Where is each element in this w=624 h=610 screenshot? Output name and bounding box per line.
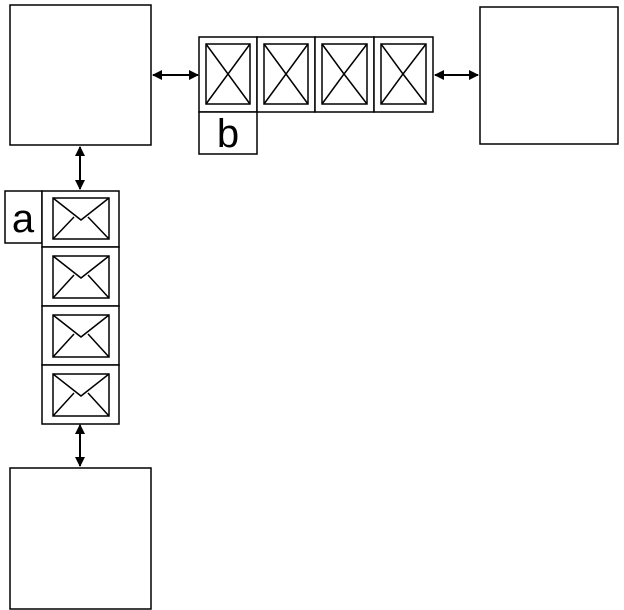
envelope-fold [380,43,427,105]
message-v-4 [41,364,120,425]
envelope-fold [52,373,110,417]
queue-vertical: a [4,190,120,425]
message-h-3 [314,36,375,113]
queue-label-box [198,111,258,155]
message-v-3 [41,305,120,366]
node-top-left [9,4,152,146]
queue-label-text: b [217,112,239,156]
queue-label-text: a [12,197,35,241]
queue-label-a: a [4,190,43,244]
node-bottom-left [9,467,152,610]
queue-horizontal: b [198,36,434,156]
queue-label-box [4,190,43,244]
envelope-fold [52,197,110,240]
node-top-right [479,6,619,145]
envelope-fold [321,43,368,105]
message-v-1 [41,190,120,248]
envelope-fold [52,314,110,358]
queue-label-b: b [198,111,258,156]
message-h-4 [373,36,434,113]
envelope-fold [263,43,309,105]
message-h-2 [256,36,316,113]
message-h-1 [198,36,258,113]
envelope-fold [52,255,110,299]
message-v-2 [41,246,120,307]
envelope-fold [205,43,251,105]
